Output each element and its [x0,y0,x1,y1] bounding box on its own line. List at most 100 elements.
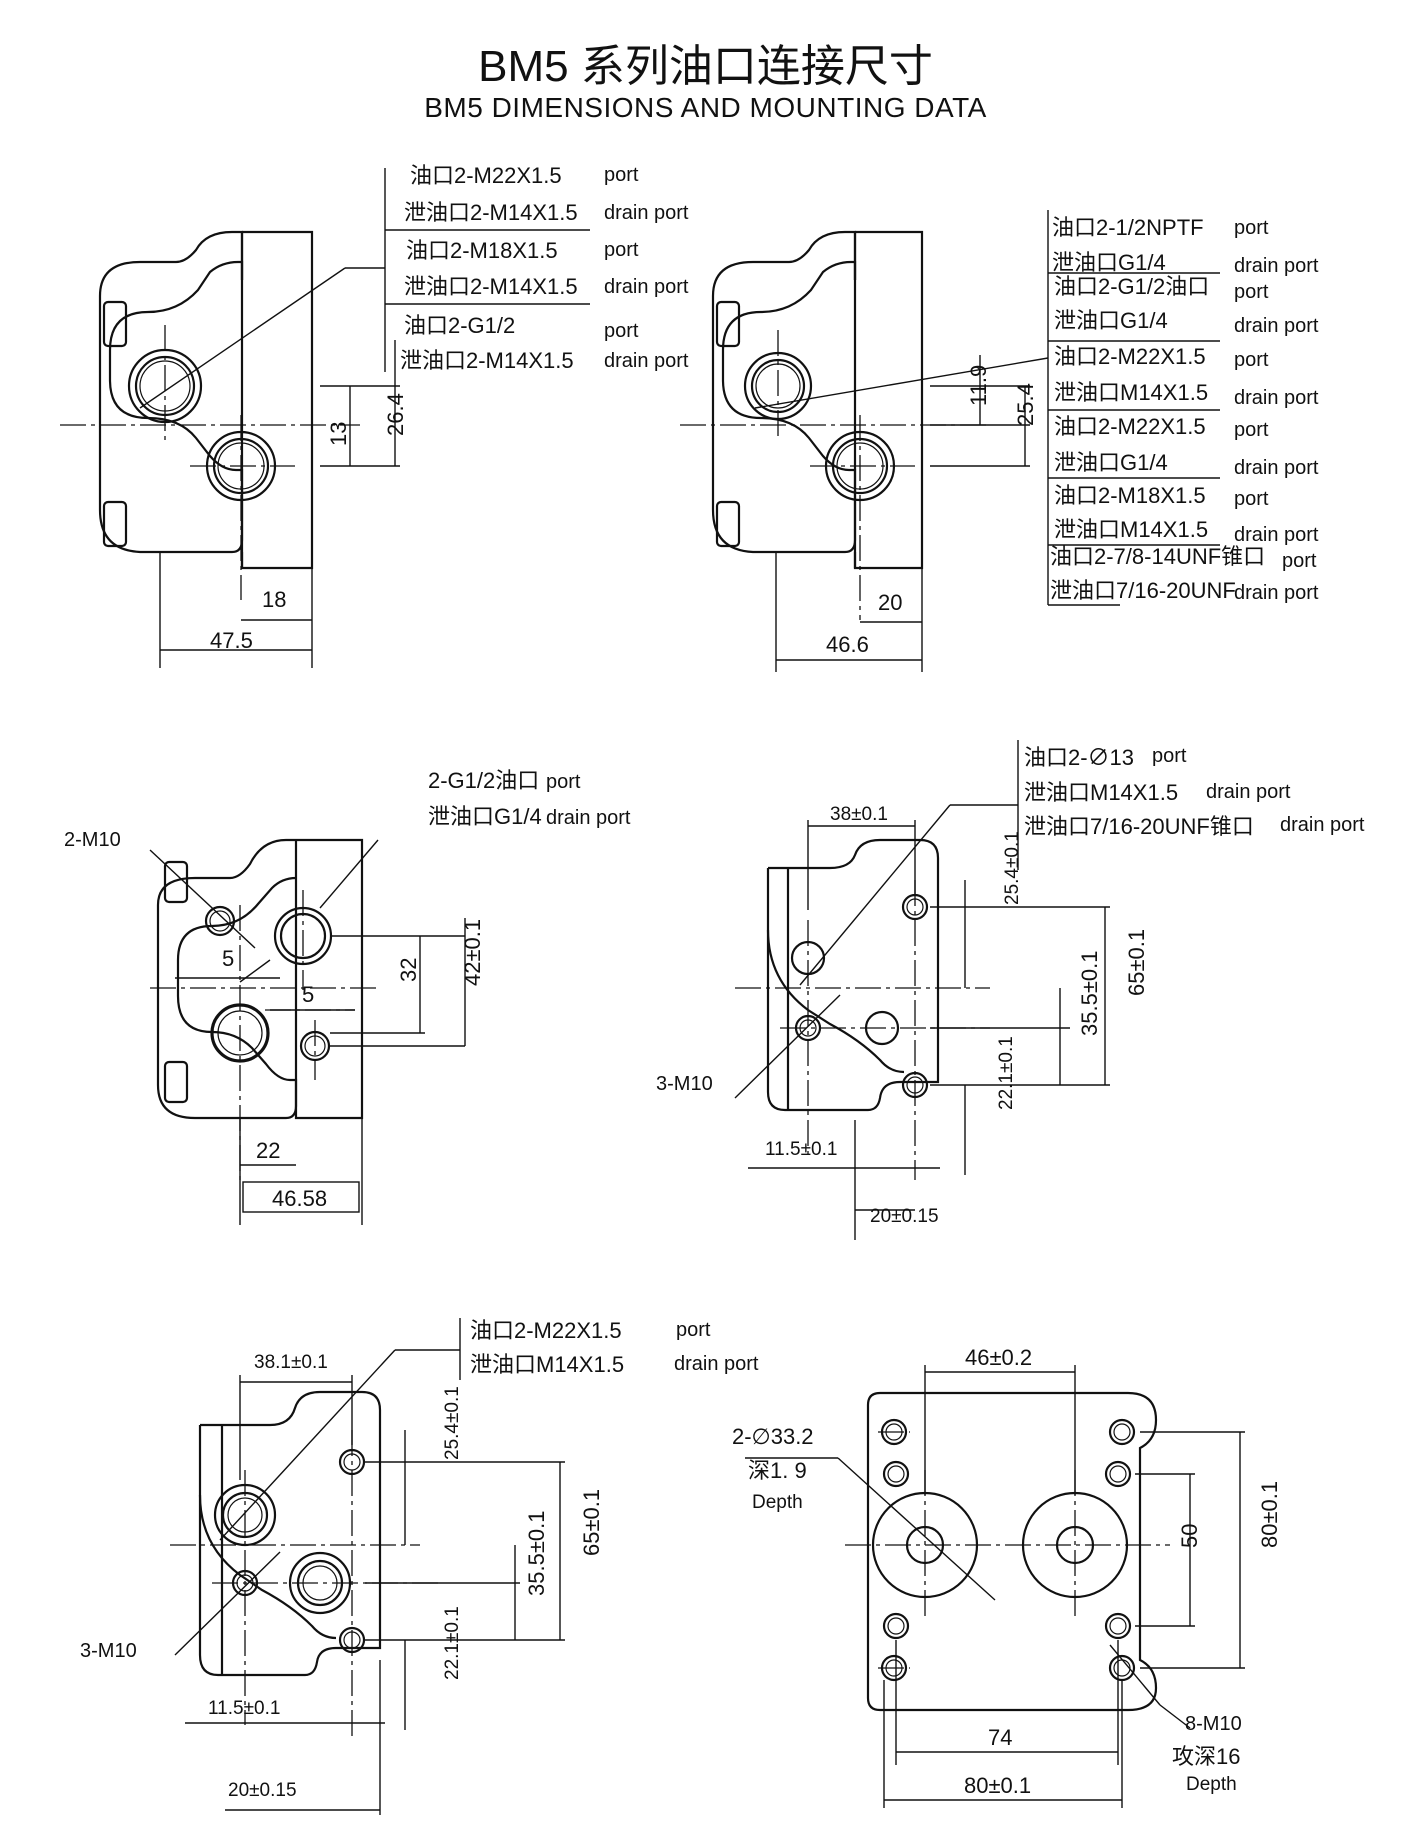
view1-dim-47-5: 47.5 [210,628,253,653]
view5-dim-22-1: 22.1±0.1 [442,1606,463,1680]
view1-port-table: 油口2-M22X1.5 port 泄油口2-M14X1.5 drain port… [400,163,689,373]
view2-port-note: drain port [1234,582,1319,604]
view4-port-label: 泄油口7/16-20UNF锥口 [1024,814,1254,839]
view2-port-label: 泄油口M14X1.5 [1054,380,1208,405]
view2-port-label: 泄油口M14X1.5 [1054,517,1208,542]
view5-port-note: port [676,1319,711,1341]
view1-port-note: drain port [604,276,689,298]
view2-port-note: drain port [1234,524,1319,546]
view2-port-note: drain port [1234,255,1319,277]
view2-port-label: 泄油口G1/4 [1052,250,1166,275]
view2-port-label: 油口2-G1/2油口 [1054,274,1209,299]
view5-dim-11-5: 11.5±0.1 [208,1698,280,1719]
view3-dim-5b: 5 [302,982,314,1007]
view2-port-label: 泄油口7/16-20UNF [1050,578,1236,603]
view1-port-label: 油口2-G1/2 [404,313,515,338]
view5-drawing [170,1318,565,1815]
view6-bolt-depth-cn: 攻深16 [1172,1744,1240,1769]
view2-dim-25-4: 25.4 [1013,383,1038,426]
view3-bolt-label: 2-M10 [64,829,121,851]
view3-port-note: port [546,771,581,793]
view4-port-table: 油口2-∅13 port 泄油口M14X1.5 drain port 泄油口7/… [1024,745,1365,839]
view5-dim-25-4: 25.4±0.1 [442,1386,463,1460]
view6-dim-74: 74 [988,1725,1012,1750]
view3-port-label: 泄油口G1/4 [428,804,542,829]
view2-port-note: drain port [1234,387,1319,409]
view4-dim-38: 38±0.1 [830,804,888,825]
view1-drawing [60,168,590,668]
view4-port-label: 泄油口M14X1.5 [1024,780,1178,805]
view4-dim-35-5: 35.5±0.1 [1077,951,1102,1036]
view2-port-note: drain port [1234,457,1319,479]
view1-port-note: drain port [604,202,689,224]
view1-port-label: 泄油口2-M14X1.5 [400,348,574,373]
view4-dim-11-5: 11.5±0.1 [765,1139,837,1160]
view2-port-note: drain port [1234,315,1319,337]
view1-port-note: drain port [604,350,689,372]
view4-port-note: port [1152,745,1187,767]
view6-dim-80v: 80±0.1 [1257,1481,1282,1548]
view6-bolt-depth-en: Depth [1186,1774,1237,1795]
view2-port-label: 泄油口G1/4 [1054,308,1168,333]
view3-drawing [149,838,466,1225]
view3-dim-42: 42±0.1 [460,919,485,986]
view4-port-note: drain port [1206,781,1291,803]
page-title: BM5 系列油口连接尺寸 [478,42,933,91]
view5-bolt-label: 3-M10 [80,1640,137,1662]
view3-dim-46-58: 46.58 [272,1186,327,1211]
view3-port-label: 2-G1/2油口 [428,768,539,793]
view1-port-note: port [604,239,639,261]
view3-dim-5a: 5 [222,946,234,971]
view2-port-label: 油口2-M18X1.5 [1054,483,1206,508]
view6-hole-depth-en: Depth [752,1492,803,1513]
view1-port-label: 油口2-M22X1.5 [410,163,562,188]
view1-dim-13: 13 [326,422,351,446]
view4-dim-25-4: 25.4±0.1 [1002,831,1023,905]
view4-dim-22-1: 22.1±0.1 [996,1036,1017,1110]
view2-port-label: 泄油口G1/4 [1054,450,1168,475]
view5-port-note: drain port [674,1353,759,1375]
view2-port-note: port [1234,488,1269,510]
view4-dim-65: 65±0.1 [1124,929,1149,996]
view2-dim-20: 20 [878,590,902,615]
view2-drawing [680,210,1220,672]
page-subtitle: BM5 DIMENSIONS AND MOUNTING DATA [424,92,987,123]
view5-dim-20: 20±0.15 [228,1780,297,1801]
view1-port-note: port [604,164,639,186]
view3-dim-32: 32 [396,958,421,982]
view6-dim-46: 46±0.2 [965,1345,1032,1370]
view4-bolt-label: 3-M10 [656,1073,713,1095]
view3-port-note: drain port [546,807,631,829]
view2-dim-46-6: 46.6 [826,632,869,657]
view5-dim-65: 65±0.1 [579,1489,604,1556]
view4-port-note: drain port [1280,814,1365,836]
view2-port-table: 油口2-1/2NPTF port 泄油口G1/4 drain port 油口2-… [1050,215,1319,604]
view2-port-note: port [1234,217,1269,239]
view1-port-note: port [604,320,639,342]
view6-bolt-label: 8-M10 [1185,1713,1242,1735]
view2-port-note: port [1282,550,1317,572]
view5-port-label: 油口2-M22X1.5 [470,1318,622,1343]
view2-port-note: port [1234,419,1269,441]
view2-port-label: 油口2-M22X1.5 [1054,414,1206,439]
view1-dim-18: 18 [262,587,286,612]
view3-dim-22: 22 [256,1138,280,1163]
view5-port-table: 油口2-M22X1.5 port 泄油口M14X1.5 drain port [470,1318,759,1377]
view2-port-label: 油口2-7/8-14UNF锥口 [1050,544,1265,569]
view6-dim-80h: 80±0.1 [964,1773,1031,1798]
view1-port-label: 泄油口2-M14X1.5 [404,200,578,225]
view6-dim-50: 50 [1177,1524,1202,1548]
view4-dim-20: 20±0.15 [870,1206,939,1227]
view6-drawing [745,1365,1245,1808]
view4-port-label: 油口2-∅13 [1024,745,1134,770]
view1-port-label: 泄油口2-M14X1.5 [404,274,578,299]
view2-dim-11-9: 11.9 [966,365,991,406]
view5-dim-35-5: 35.5±0.1 [524,1511,549,1596]
view2-port-label: 油口2-1/2NPTF [1052,215,1204,240]
view1-port-label: 油口2-M18X1.5 [406,238,558,263]
view2-port-label: 油口2-M22X1.5 [1054,344,1206,369]
view6-hole-depth-cn: 深1. 9 [748,1458,807,1483]
view2-port-note: port [1234,281,1269,303]
